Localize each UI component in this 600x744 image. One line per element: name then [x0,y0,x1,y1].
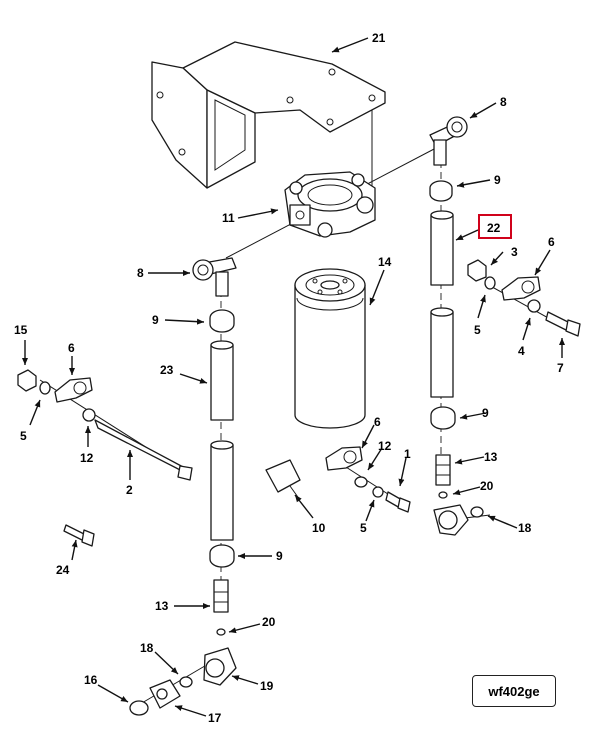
callout-14: 14 [378,255,392,269]
callout-8: 8 [137,266,144,280]
callout-9: 9 [276,549,283,563]
callout-24: 24 [56,563,70,577]
callout-5: 5 [360,521,367,535]
callout-12: 12 [80,451,94,465]
fuel-hose-left [210,340,234,541]
callout-6: 6 [374,415,381,429]
callout-10: 10 [312,521,326,535]
hardware [17,259,581,547]
padlock-part [265,459,301,501]
callout-5: 5 [474,323,481,337]
callout-labels: 21 8 9 22 3 6 5 4 7 11 8 14 9 23 15 6 5 … [14,31,564,725]
mounting-bracket [151,41,386,189]
callout-19: 19 [260,679,274,693]
hose-fitting-right [429,116,468,166]
callout-1: 1 [404,447,411,461]
callout-16: 16 [84,673,98,687]
hose-clamps [209,180,456,568]
callout-21: 21 [372,31,386,45]
callout-7: 7 [557,361,564,375]
fuel-hose-right [430,210,454,398]
callout-2: 2 [126,483,133,497]
elbows [203,504,469,686]
callout-22: 22 [487,221,501,235]
callout-5: 5 [20,429,27,443]
callout-20: 20 [262,615,276,629]
callout-8: 8 [500,95,507,109]
callout-18: 18 [518,521,532,535]
callout-23: 23 [160,363,174,377]
fuel-filter-element [294,268,366,429]
hose-fitting-left [192,257,237,297]
callout-13: 13 [155,599,169,613]
connectors [213,454,451,636]
callout-12: 12 [378,439,392,453]
callout-9: 9 [482,406,489,420]
callout-13: 13 [484,450,498,464]
callout-18: 18 [140,641,154,655]
drain-plug [129,506,484,716]
leader-lines [22,37,565,717]
callout-17: 17 [208,711,222,725]
callout-9: 9 [494,173,501,187]
highlighted-callout-box [478,214,512,239]
callout-4: 4 [518,344,525,358]
callout-11: 11 [222,211,235,225]
p-clips [54,276,541,471]
callout-6: 6 [548,235,555,249]
callout-9: 9 [152,313,159,327]
callout-6: 6 [68,341,75,355]
callout-15: 15 [14,323,28,337]
callout-3: 3 [511,245,518,259]
figure-id-label: wf402ge [472,675,556,707]
filter-head [284,171,376,238]
callout-20: 20 [480,479,494,493]
